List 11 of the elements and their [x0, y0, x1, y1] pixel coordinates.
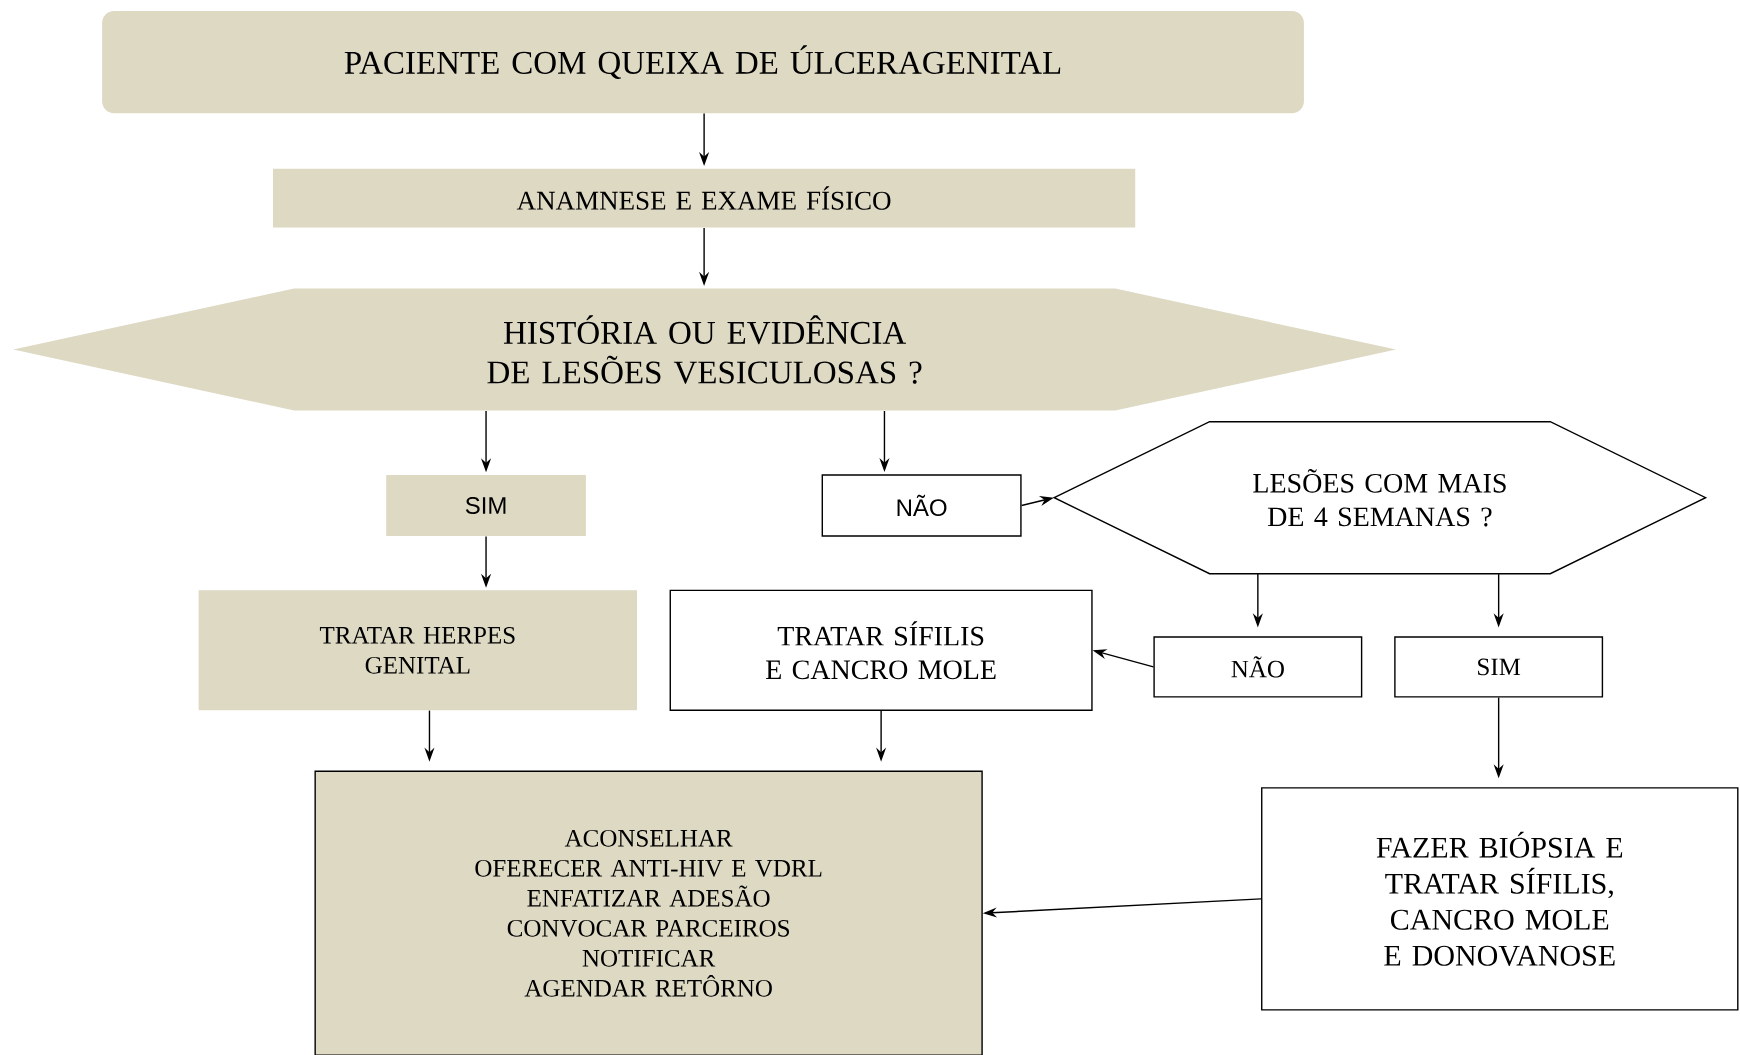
process-box: NÃO [821, 474, 1022, 537]
process-box: ANAMNESE E EXAME FÍSICO [273, 168, 1136, 228]
process-box: SIM [386, 474, 586, 536]
process-box: NÃO [1153, 636, 1363, 698]
process-box: FAZER BIÓPSIA E TRATAR SÍFILIS, CANCRO MOLE E DONOVANOSE [1261, 787, 1739, 1011]
decision-hexagon: HISTÓRIA OU EVIDÊNCIA DE LESÕES VESICULOSAS ? [13, 288, 1396, 411]
process-box: ACONSELHAR OFERECER ANTI-HIV E VDRL ENFATIZAR ADESÃO CONVOCAR PARCEIROS NOTIFICAR AGENDAR RETÔRNO [314, 770, 983, 1055]
process-box: TRATAR SÍFILIS E CANCRO MOLE [669, 589, 1093, 711]
process-box: TRATAR HERPES GENITAL [198, 590, 637, 711]
title-box: PACIENTE COM QUEIXA DE ÚLCERAGENITAL [102, 10, 1304, 114]
process-box: SIM [1394, 636, 1604, 698]
